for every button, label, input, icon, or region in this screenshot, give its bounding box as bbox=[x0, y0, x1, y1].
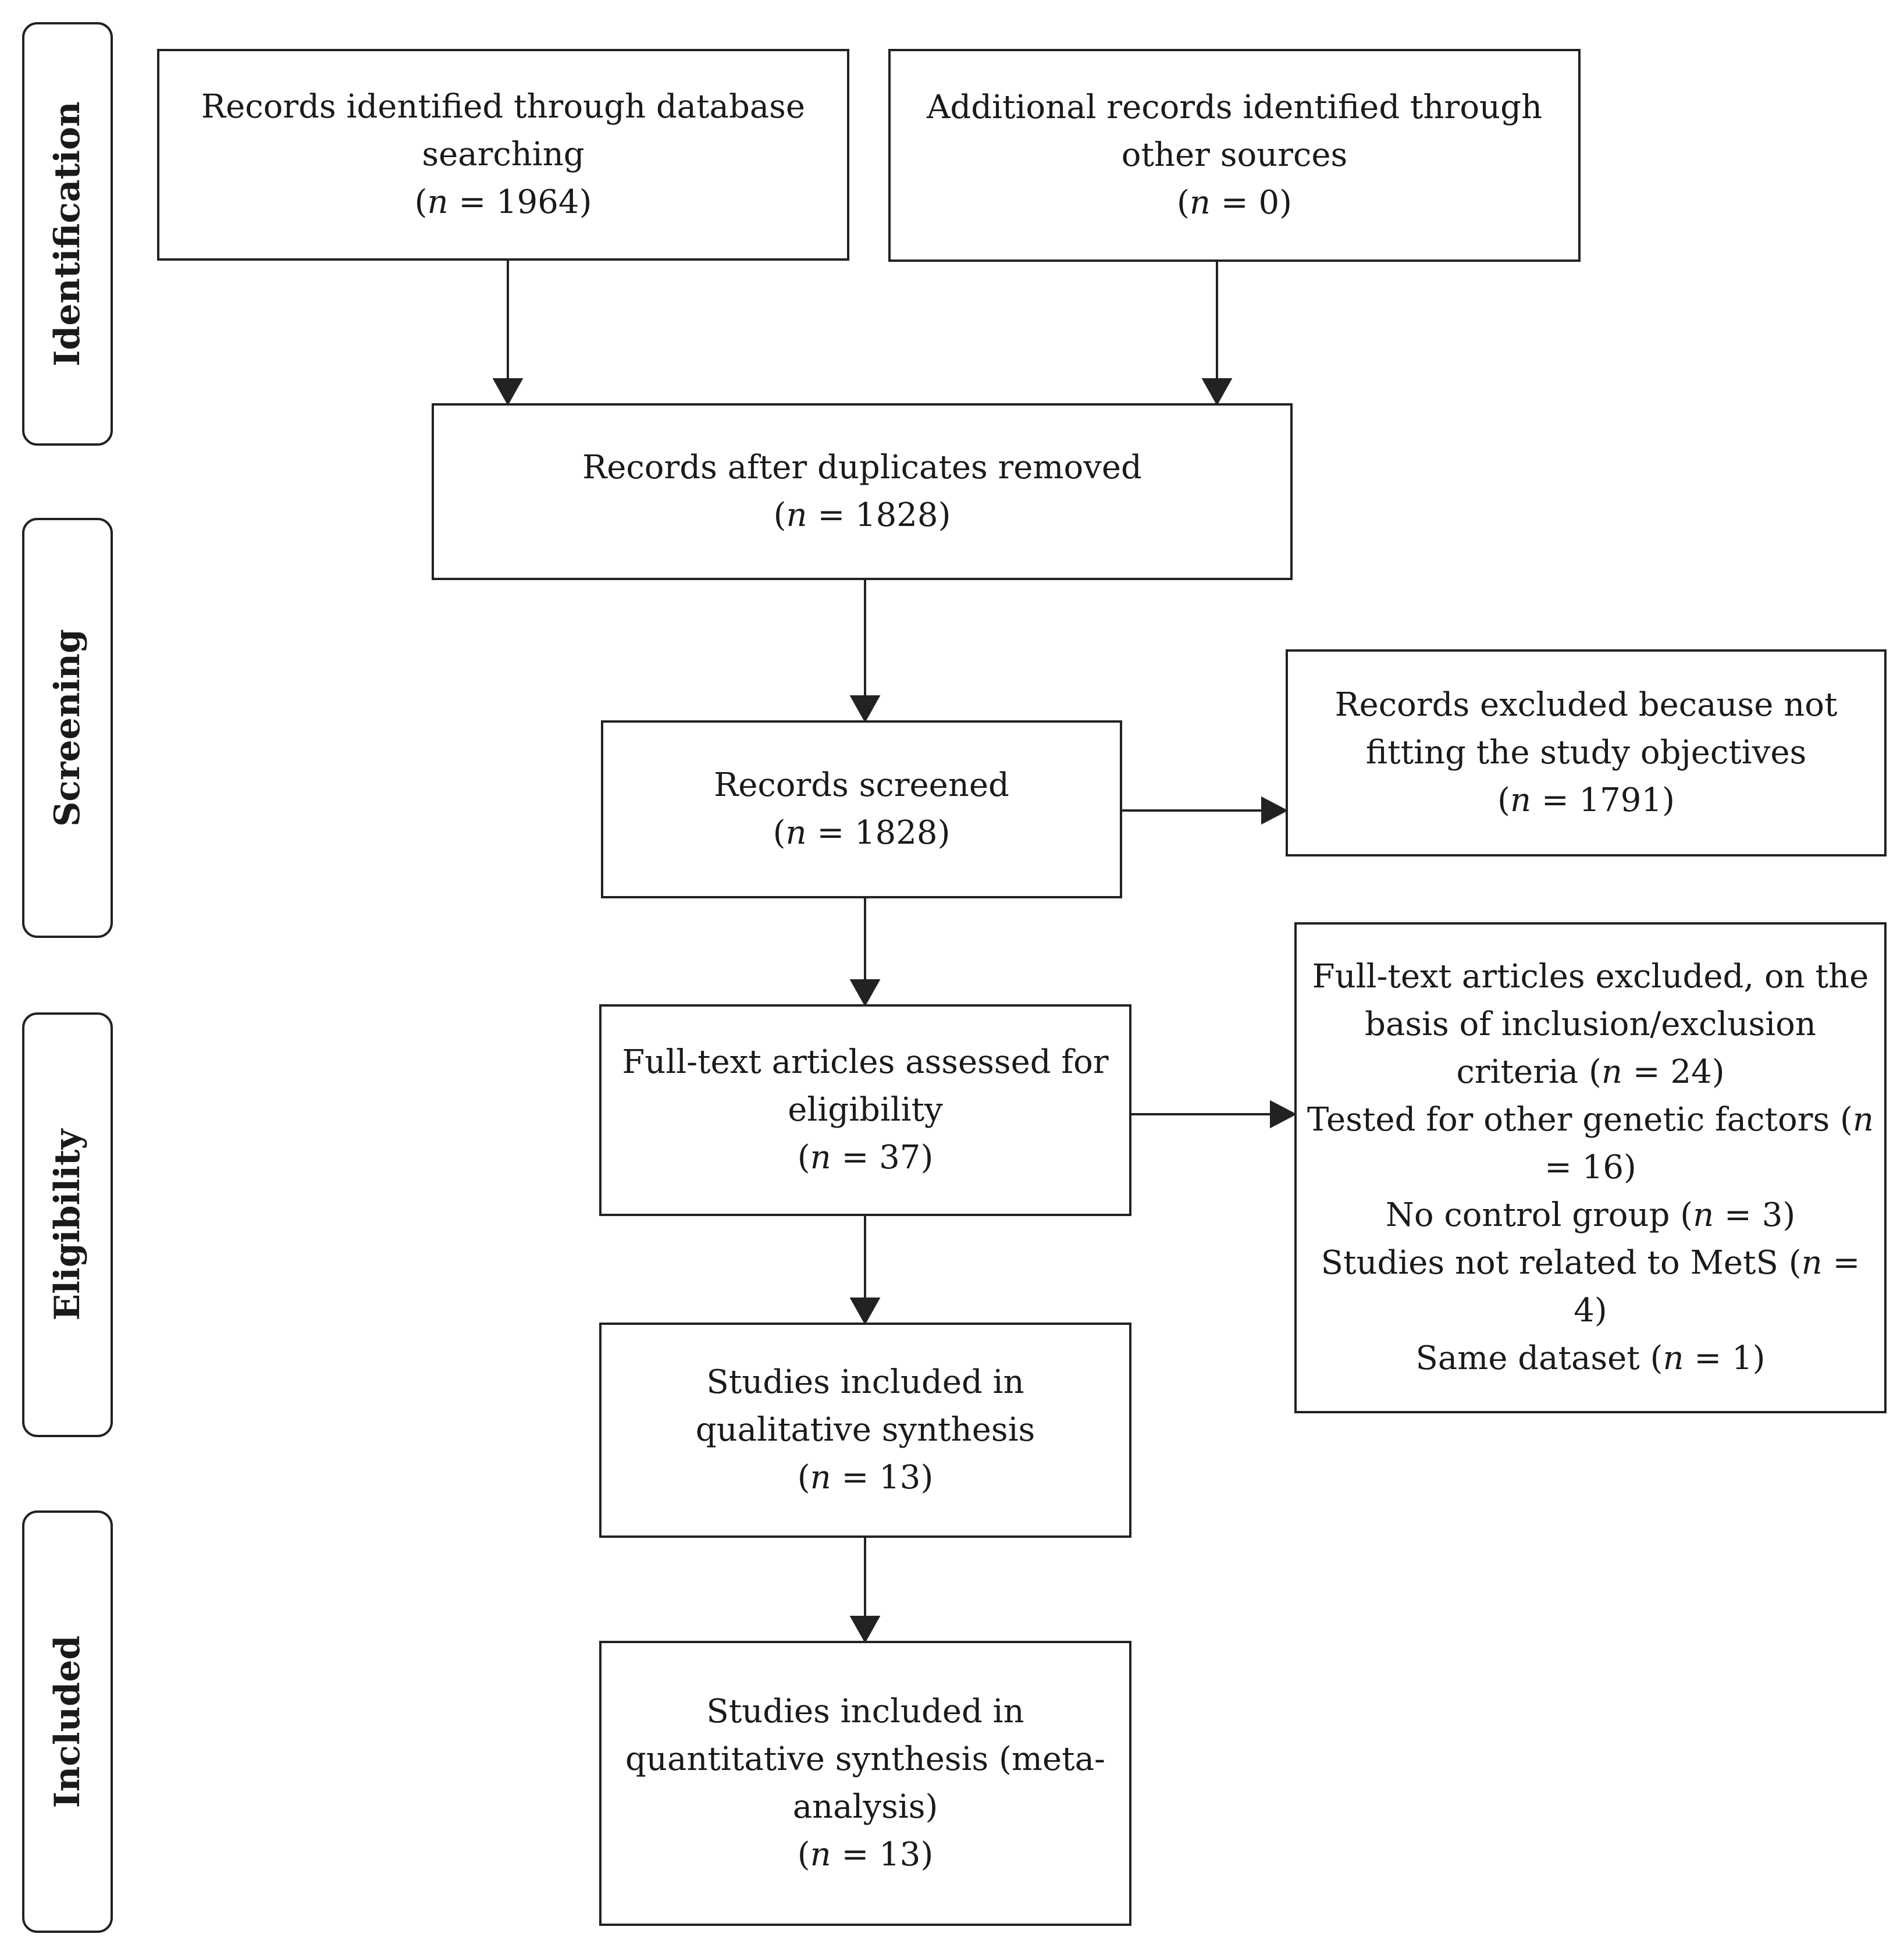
box-text-line: basis of inclusion/exclusion bbox=[1365, 1005, 1816, 1043]
box-text-line: qualitative synthesis bbox=[695, 1411, 1035, 1449]
box-text-line: criteria (n = 24) bbox=[1456, 1053, 1725, 1091]
box-text-line: Records excluded because not bbox=[1334, 686, 1838, 724]
box-count: (n = 1828) bbox=[773, 814, 951, 852]
phase-identification: Identification bbox=[22, 22, 113, 446]
box-records-screened: Records screened (n = 1828) bbox=[601, 720, 1122, 898]
arrowhead bbox=[849, 695, 881, 723]
box-quantitative-synthesis: Studies included in quantitative synthesi… bbox=[599, 1641, 1131, 1926]
box-count: (n = 1964) bbox=[414, 183, 592, 221]
box-duplicates-removed: Records after duplicates removed (n = 182… bbox=[432, 403, 1293, 580]
box-text-line: Studies not related to MetS (n = bbox=[1321, 1244, 1860, 1282]
arrowhead bbox=[492, 378, 524, 406]
box-text-line: Records screened bbox=[714, 766, 1009, 804]
box-text-line: fitting the study objectives bbox=[1365, 734, 1807, 772]
box-text-line: Full-text articles assessed for bbox=[622, 1043, 1109, 1081]
box-text-line: eligibility bbox=[788, 1091, 943, 1129]
phase-eligibility: Eligibility bbox=[22, 1012, 113, 1437]
box-qualitative-synthesis: Studies included in qualitative synthesis… bbox=[599, 1323, 1131, 1538]
phase-included: Included bbox=[22, 1510, 113, 1933]
box-text-line: Additional records identified through bbox=[926, 88, 1543, 126]
box-text-line: Full-text articles excluded, on the bbox=[1312, 958, 1869, 996]
box-text-line: Studies included in bbox=[706, 1693, 1024, 1730]
box-text-line: other sources bbox=[1121, 136, 1348, 174]
box-other-sources: Additional records identified through oth… bbox=[888, 49, 1581, 262]
box-text-line: = 16) bbox=[1544, 1149, 1636, 1186]
phase-screening: Screening bbox=[22, 518, 113, 938]
box-count: (n = 13) bbox=[797, 1836, 934, 1874]
box-text-line: Studies included in bbox=[706, 1363, 1024, 1401]
box-text-line: Records after duplicates removed bbox=[582, 449, 1142, 486]
box-text-line: analysis) bbox=[792, 1788, 938, 1826]
arrowhead bbox=[849, 1616, 881, 1644]
arrowhead bbox=[849, 1298, 881, 1325]
box-text-line: Records identified through database bbox=[201, 88, 806, 126]
box-records-excluded: Records excluded because not fitting the … bbox=[1286, 649, 1887, 856]
box-count: (n = 13) bbox=[797, 1459, 934, 1497]
box-fulltext-assessed: Full-text articles assessed for eligibili… bbox=[599, 1004, 1131, 1216]
box-text-line: Same dataset (n = 1) bbox=[1415, 1339, 1766, 1377]
box-text-line: Tested for other genetic factors (n bbox=[1307, 1101, 1874, 1139]
arrowhead bbox=[1261, 796, 1289, 825]
box-count: (n = 0) bbox=[1177, 184, 1292, 222]
arrowhead bbox=[849, 979, 881, 1007]
arrowhead bbox=[1201, 378, 1233, 406]
box-text-line: searching bbox=[422, 136, 585, 173]
box-count: (n = 37) bbox=[797, 1139, 934, 1176]
box-text-line: 4) bbox=[1574, 1292, 1607, 1330]
arrowhead bbox=[1270, 1100, 1297, 1129]
box-text-line: No control group (n = 3) bbox=[1385, 1196, 1796, 1234]
box-count: (n = 1791) bbox=[1497, 781, 1675, 819]
box-text-line: quantitative synthesis (meta- bbox=[625, 1740, 1105, 1778]
box-count: (n = 1828) bbox=[773, 496, 951, 534]
box-database-search: Records identified through database searc… bbox=[157, 49, 849, 261]
box-fulltext-excluded: Full-text articles excluded, on the basis… bbox=[1294, 922, 1887, 1413]
